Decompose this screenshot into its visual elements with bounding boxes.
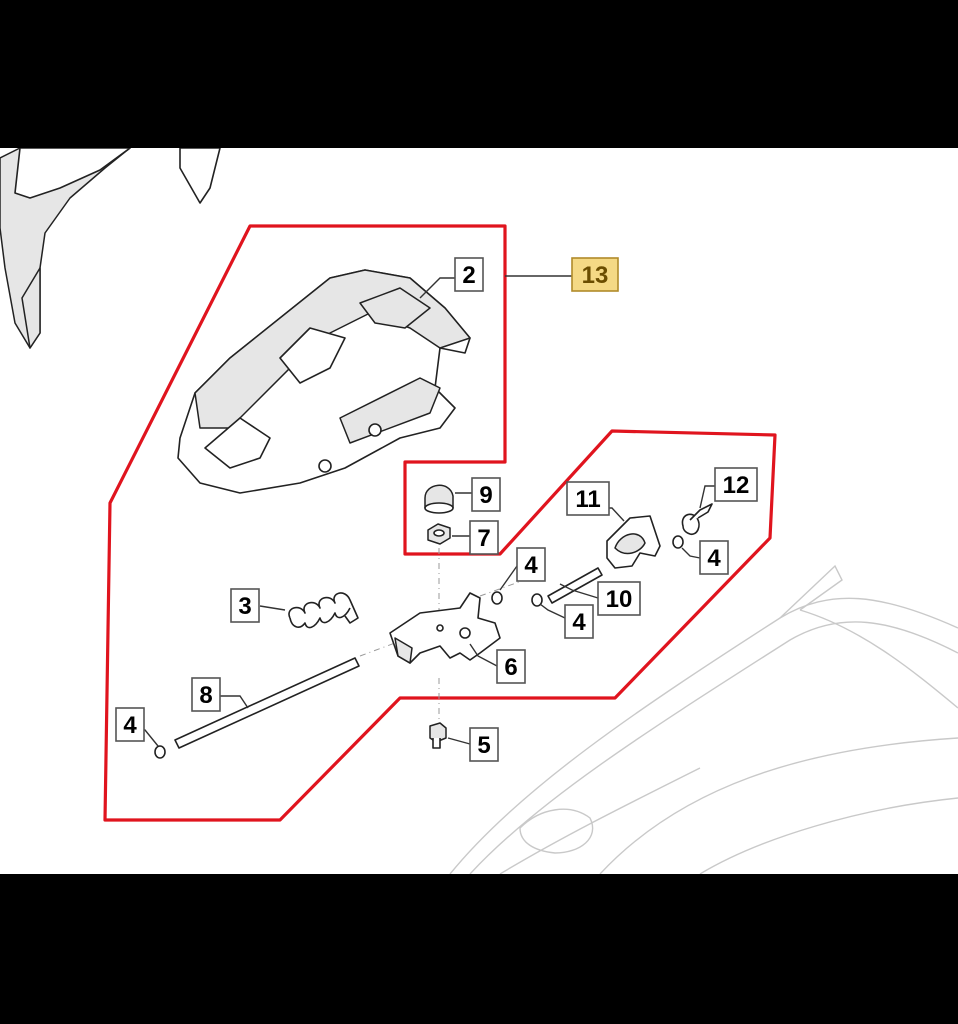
callout-2: 2 bbox=[454, 257, 484, 292]
part-grip-cover bbox=[177, 269, 471, 494]
part-latch-bracket bbox=[389, 592, 501, 664]
part-cap bbox=[424, 484, 454, 514]
callout-5: 5 bbox=[469, 727, 499, 762]
part-short-pin bbox=[547, 567, 603, 604]
callout-label: 2 bbox=[462, 262, 475, 289]
callout-label: 6 bbox=[504, 654, 517, 681]
part-washers bbox=[154, 535, 684, 759]
callout-9: 9 bbox=[471, 477, 501, 512]
part-torsion-spring bbox=[681, 503, 713, 536]
callout-4-bracket: 4 bbox=[516, 547, 546, 582]
callout-label: 5 bbox=[477, 732, 490, 759]
part-bolt bbox=[429, 722, 447, 749]
callout-13: 13 bbox=[571, 257, 619, 292]
part-long-rod bbox=[174, 657, 360, 749]
part-spring bbox=[288, 592, 359, 629]
assembly-axis-lines bbox=[359, 548, 531, 723]
callout-8: 8 bbox=[191, 677, 221, 712]
diagram-canvas: 2 13 9 7 11 12 bbox=[0, 148, 958, 874]
part-nut bbox=[427, 523, 451, 545]
callout-7: 7 bbox=[469, 520, 499, 555]
callout-label: 3 bbox=[238, 593, 251, 620]
callout-3: 3 bbox=[230, 588, 260, 623]
callout-4-rod: 4 bbox=[115, 707, 145, 742]
callout-label: 9 bbox=[479, 482, 492, 509]
assembly-outline bbox=[103, 224, 777, 822]
callout-10: 10 bbox=[597, 581, 641, 616]
callout-label: 12 bbox=[723, 472, 750, 499]
callout-4-pin: 4 bbox=[564, 604, 594, 639]
handle-fragment bbox=[0, 148, 221, 349]
callout-label: 11 bbox=[575, 486, 600, 513]
callout-label: 10 bbox=[606, 586, 633, 613]
ghost-body-outline bbox=[449, 564, 958, 874]
leader-lines bbox=[130, 275, 715, 747]
callout-label: 7 bbox=[477, 525, 490, 552]
callout-12: 12 bbox=[714, 467, 758, 502]
callout-label: 4 bbox=[572, 609, 586, 636]
callout-4-lever: 4 bbox=[699, 540, 729, 575]
callout-label: 4 bbox=[524, 552, 538, 579]
callout-label: 8 bbox=[199, 682, 212, 709]
callout-label: 4 bbox=[707, 545, 721, 572]
callout-6: 6 bbox=[496, 649, 526, 684]
exploded-parts-diagram: 2 13 9 7 11 12 bbox=[0, 148, 958, 874]
assembly-callout-label: 13 bbox=[582, 262, 609, 289]
callout-label: 4 bbox=[123, 712, 137, 739]
part-lever bbox=[606, 515, 661, 569]
callout-11: 11 bbox=[566, 481, 610, 516]
